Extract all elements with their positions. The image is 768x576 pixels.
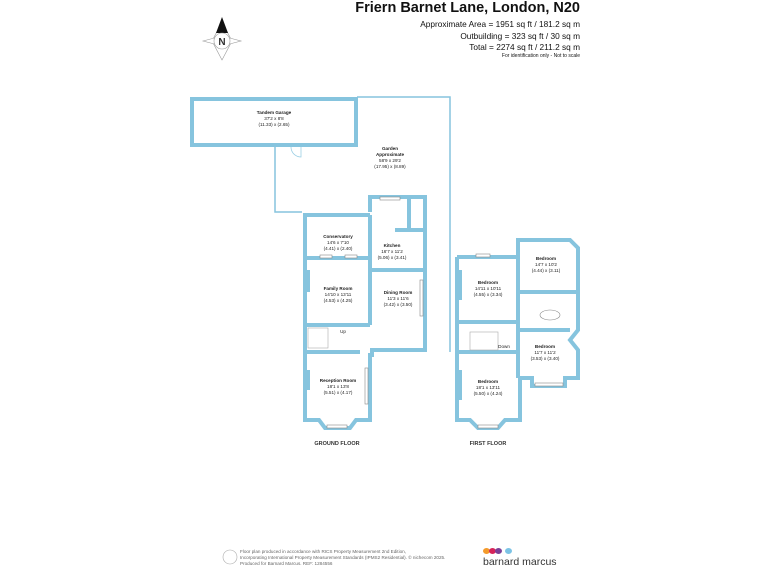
svg-text:Bedroom: Bedroom: [478, 379, 498, 384]
first-floor-plan: [455, 238, 580, 430]
compass-north-label: N: [218, 37, 225, 48]
room-label-dining-room: Dining Room 11'3 x 11'6 (3.42) x (3.50): [384, 290, 413, 307]
svg-text:(3.42) x (3.50): (3.42) x (3.50): [384, 302, 413, 307]
garden-boundary-left: [274, 147, 302, 213]
footer-line-2: Incorporating International Property Mea…: [240, 555, 446, 560]
svg-text:(17.95) x (8.89): (17.95) x (8.89): [374, 164, 406, 169]
room-label-bedroom-rear-right: Bedroom 14'7 x 10'2 (4.44) x (3.11): [532, 256, 561, 273]
svg-text:14'10 x 13'11: 14'10 x 13'11: [325, 292, 352, 297]
svg-text:(4.41) x (2.40): (4.41) x (2.40): [324, 246, 353, 251]
stairs-down-label: Down: [498, 344, 510, 349]
garage-walls: [190, 97, 358, 147]
garden-boundary: [357, 96, 451, 352]
svg-text:37'2 x 8'8: 37'2 x 8'8: [264, 116, 284, 121]
svg-text:Conservatory: Conservatory: [323, 234, 353, 239]
room-label-conservatory: Conservatory 14'6 x 7'10 (4.41) x (2.40): [323, 234, 353, 251]
compass-icon: N: [201, 17, 243, 61]
room-label-family-room: Family Room 14'10 x 13'11 (4.53) x (4.25…: [324, 286, 353, 303]
first-floor-label: FIRST FLOOR: [470, 441, 507, 447]
footer-line-1: Floor plan produced in accordance with R…: [240, 549, 406, 554]
brand-logo: barnard marcus: [483, 556, 557, 568]
svg-text:(5.06) x (3.41): (5.06) x (3.41): [378, 255, 407, 260]
svg-text:11'3 x 11'6: 11'3 x 11'6: [387, 296, 409, 301]
logo-dot-purple: [495, 548, 502, 554]
room-label-bedroom-rear-left: Bedroom 14'11 x 10'11 (4.55) x (3.34): [474, 280, 503, 297]
svg-text:(4.44) x (3.11): (4.44) x (3.11): [532, 268, 561, 273]
stairs-up-label: Up: [340, 329, 346, 334]
room-label-garage: Tandem Garage 37'2 x 8'8 (11.33) x (2.65…: [257, 110, 292, 127]
logo-dot-red: [489, 548, 496, 554]
svg-text:Bedroom: Bedroom: [536, 256, 556, 261]
svg-text:Reception Room: Reception Room: [320, 378, 357, 383]
svg-text:(3.53) x (3.40): (3.53) x (3.40): [531, 356, 560, 361]
property-title: Friern Barnet Lane, London, N20: [355, 0, 580, 16]
svg-text:58'9 x 29'2: 58'9 x 29'2: [379, 158, 401, 163]
svg-text:14'6 x 7'10: 14'6 x 7'10: [327, 240, 349, 245]
logo-dot-blue: [505, 548, 512, 554]
svg-text:(11.33) x (2.65): (11.33) x (2.65): [258, 122, 290, 127]
svg-text:11'7 x 11'2: 11'7 x 11'2: [534, 350, 556, 355]
svg-text:Dining Room: Dining Room: [384, 290, 413, 295]
rics-icon: [222, 549, 238, 565]
approximate-area: Approximate Area = 1951 sq ft / 181.2 sq…: [420, 19, 580, 29]
room-label-garden: Garden Approximate 58'9 x 29'2 (17.95) x…: [374, 146, 406, 169]
room-label-kitchen: Kitchen 16'7 x 11'2 (5.06) x (3.41): [378, 243, 407, 260]
svg-text:(4.53) x (4.25): (4.53) x (4.25): [324, 298, 353, 303]
total-area: Total = 2274 sq ft / 211.2 sq m: [469, 42, 580, 52]
svg-text:Bedroom: Bedroom: [478, 280, 498, 285]
footer-disclaimer: Floor plan produced in accordance with R…: [240, 549, 445, 567]
room-label-bedroom-front-right: Bedroom 11'7 x 11'2 (3.53) x (3.40): [531, 344, 560, 361]
svg-text:16'7 x 11'2: 16'7 x 11'2: [381, 249, 403, 254]
outbuilding-area: Outbuilding = 323 sq ft / 30 sq m: [460, 31, 580, 41]
svg-text:14'7 x 10'2: 14'7 x 10'2: [535, 262, 557, 267]
svg-text:Family Room: Family Room: [324, 286, 353, 291]
svg-text:Tandem Garage: Tandem Garage: [257, 110, 292, 115]
room-label-bedroom-front-left: Bedroom 18'1 x 13'11 (5.50) x (4.24): [474, 379, 503, 396]
svg-text:(5.50) x (4.24): (5.50) x (4.24): [474, 391, 503, 396]
room-label-reception-room: Reception Room 18'1 x 13'8 (5.51) x (4.1…: [320, 378, 357, 395]
svg-text:(4.55) x (3.34): (4.55) x (3.34): [474, 292, 503, 297]
svg-text:18'1 x 13'8: 18'1 x 13'8: [327, 384, 349, 389]
svg-text:18'1 x 13'11: 18'1 x 13'11: [476, 385, 501, 390]
svg-text:Approximate: Approximate: [376, 152, 405, 157]
svg-text:Kitchen: Kitchen: [384, 243, 401, 248]
scale-note: For identification only - Not to scale: [501, 53, 580, 59]
svg-text:Bedroom: Bedroom: [535, 344, 555, 349]
svg-text:Garden: Garden: [382, 146, 398, 151]
ground-floor-plan: [303, 195, 427, 430]
logo-dot-orange: [483, 548, 490, 554]
footer-line-3: Produced for Barnard Marcus. REF: 128455…: [240, 561, 333, 566]
svg-text:14'11 x 10'11: 14'11 x 10'11: [475, 286, 502, 291]
svg-text:(5.51) x (4.17): (5.51) x (4.17): [324, 390, 353, 395]
garage-door: [290, 146, 302, 158]
ground-floor-label: GROUND FLOOR: [314, 441, 359, 447]
